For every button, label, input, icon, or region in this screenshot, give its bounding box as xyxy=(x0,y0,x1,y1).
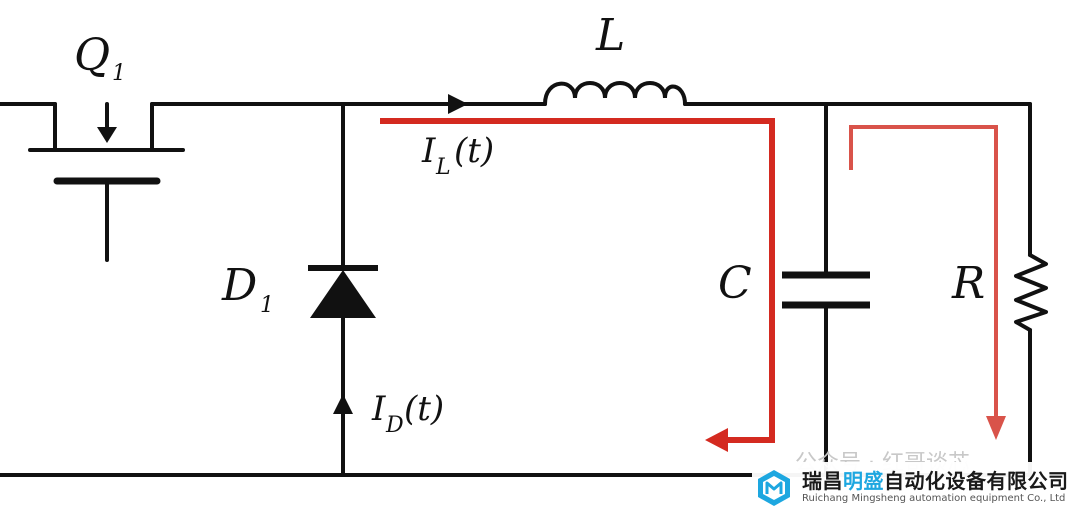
diode-current-label-subscript: D xyxy=(385,413,404,438)
company-english-name: Ruichang Mingsheng automation equipment … xyxy=(802,492,1066,504)
company-hexagon-logo-icon xyxy=(758,469,790,506)
inductor-current-path-arrow-icon xyxy=(705,428,728,452)
wires xyxy=(0,102,1032,477)
mosfet-arrow-icon xyxy=(97,127,117,143)
resistor-label: R xyxy=(951,258,985,309)
resistor-current-path xyxy=(849,125,998,420)
inductor-current-label-argument: (t) xyxy=(454,131,494,171)
switch-label: Q xyxy=(74,30,110,81)
diode-current-arrow-icon xyxy=(333,394,353,414)
switch-label-subscript: 1 xyxy=(112,61,126,86)
diode-label: D xyxy=(221,260,257,311)
diode-triangle xyxy=(310,270,376,318)
inductor-current-arrow-icon xyxy=(448,94,468,114)
inductor-coil xyxy=(543,81,687,106)
diode-current-label-argument: (t) xyxy=(404,389,444,429)
inductor-current-path xyxy=(380,118,775,443)
diode-current-label: I xyxy=(371,389,386,429)
inductor-current-label-subscript: L xyxy=(435,155,451,180)
inductor-current-label: I xyxy=(421,131,436,171)
company-name-part2: 自动化设备有限公司 xyxy=(884,468,1069,493)
company-name-highlight: 明盛 xyxy=(843,468,884,493)
company-name: 瑞昌明盛自动化设备有限公司 xyxy=(802,468,1069,493)
company-name-block: 瑞昌明盛自动化设备有限公司 Ruichang Mingsheng automat… xyxy=(802,468,1069,505)
inductor-label: L xyxy=(595,10,625,61)
resistor-current-path-arrow-icon xyxy=(986,416,1006,440)
company-name-part1: 瑞昌 xyxy=(802,468,843,493)
company-logo: 瑞昌明盛自动化设备有限公司 Ruichang Mingsheng automat… xyxy=(752,462,1080,513)
capacitor-label: C xyxy=(718,258,752,309)
resistor-zigzag xyxy=(1014,253,1048,332)
diode-label-subscript: 1 xyxy=(260,293,274,318)
